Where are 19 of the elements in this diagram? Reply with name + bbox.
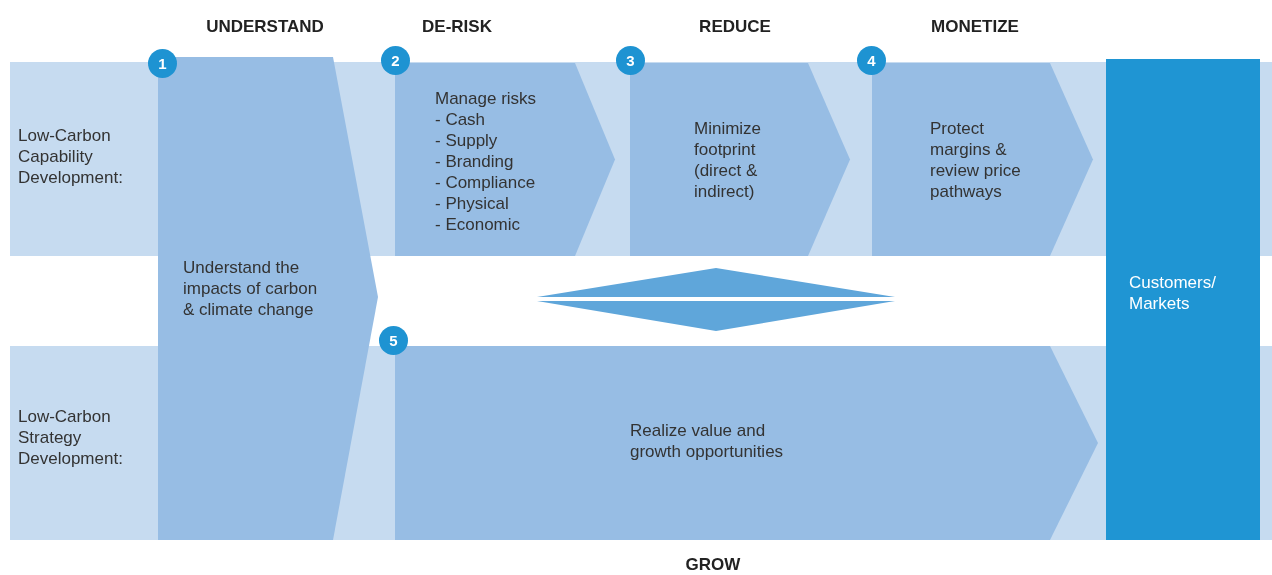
step-heading: Manage risks [435, 88, 538, 109]
list-item: - Supply [435, 130, 499, 151]
phase-heading: DE-RISK [422, 17, 492, 37]
step-text: Protect margins & review price pathways [930, 118, 1022, 202]
list-item: - Branding [435, 151, 515, 172]
list-item: - Economic [435, 214, 522, 235]
phase-heading: MONETIZE [931, 17, 1019, 37]
step-text: Understand the impacts of carbon & climate change [183, 257, 319, 320]
phase-heading: UNDERSTAND [206, 17, 324, 37]
phase-heading: REDUCE [699, 17, 771, 37]
step-text: Minimize footprint (direct & indirect) [694, 118, 763, 202]
list-item: - Physical [435, 193, 510, 214]
step-text: Realize value and growth opportunities [630, 420, 785, 462]
row-label: Low-Carbon Strategy Development: [18, 406, 124, 469]
list-item: - Cash [435, 109, 487, 130]
row-label: Low-Carbon Capability Development: [18, 125, 124, 188]
step-text: Customers/ Markets [1129, 272, 1217, 314]
list-item: - Compliance [435, 172, 537, 193]
phase-heading: GROW [685, 555, 741, 575]
